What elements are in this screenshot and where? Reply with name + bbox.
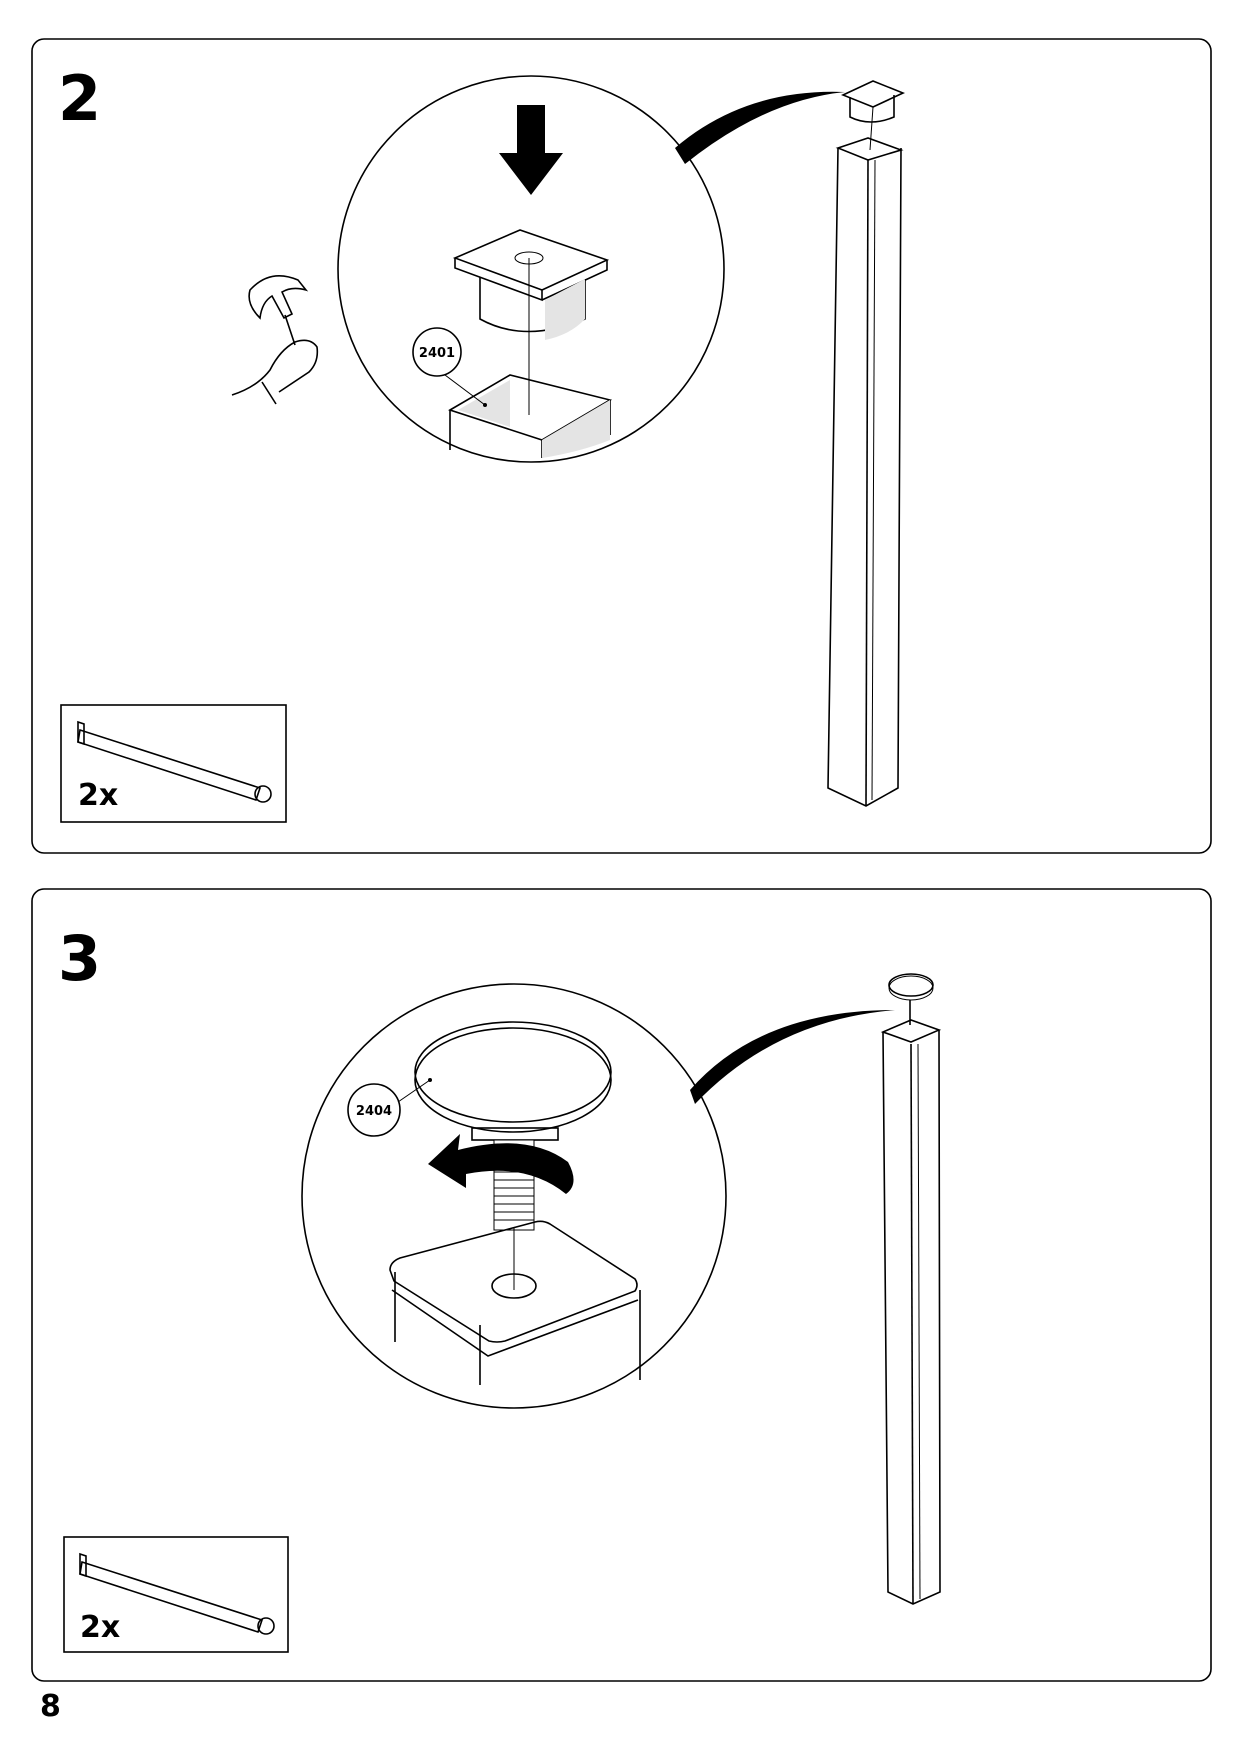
down-arrow-icon (499, 105, 563, 195)
part-callout: 2404 (347, 1078, 432, 1137)
leader-swoosh (690, 1010, 895, 1104)
panel-frame (31, 888, 1212, 1682)
part-callout: 2401 (412, 327, 487, 407)
svg-text:2x: 2x (78, 778, 118, 813)
detail-circle (337, 75, 725, 463)
step-number: 2 (58, 62, 101, 135)
detail-circle (301, 983, 727, 1409)
svg-text:2404: 2404 (356, 1104, 392, 1119)
quantity-box: 2x (60, 704, 287, 823)
leader-swoosh (675, 91, 845, 164)
page-number: 8 (40, 1689, 61, 1724)
svg-text:2x: 2x (80, 1610, 120, 1645)
step-number: 3 (58, 922, 101, 995)
step-3-panel: 3 2404 (31, 888, 1212, 1682)
step-2-panel: 2 (31, 38, 1212, 854)
hammer-hand-icon (231, 274, 319, 405)
leg-post (827, 80, 906, 807)
rotate-arrow-icon (428, 1134, 574, 1194)
panel-frame (31, 38, 1212, 854)
quantity-box: 2x (63, 1536, 289, 1653)
svg-text:2401: 2401 (419, 346, 455, 361)
leg-post (880, 973, 942, 1605)
